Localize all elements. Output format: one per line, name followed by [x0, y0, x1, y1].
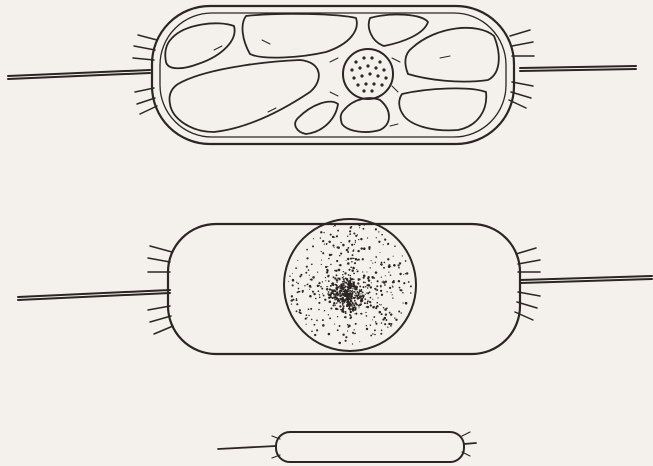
right-flagellum	[464, 443, 476, 444]
